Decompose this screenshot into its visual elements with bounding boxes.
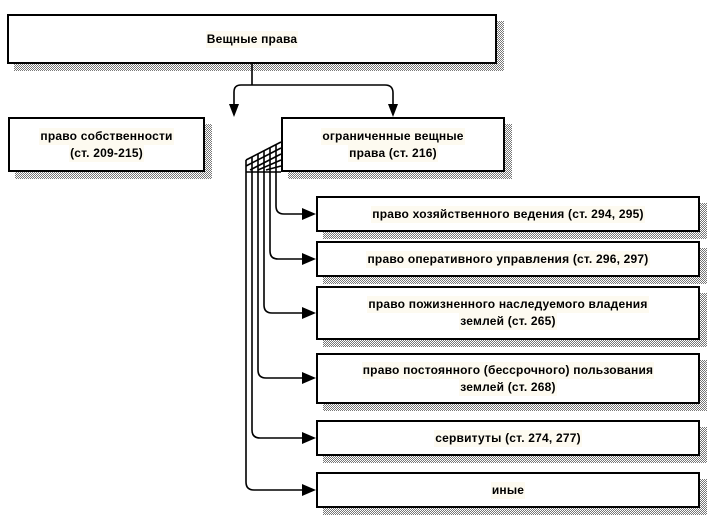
- fan-rung-a: [245, 141, 282, 161]
- node-pravo-sobstvennosti[interactable]: право собственности (ст. 209-215): [8, 117, 205, 172]
- node-pravo-postoyannogo-polzovaniya[interactable]: право постоянного (бессрочного) пользова…: [316, 353, 700, 404]
- node-pravo-operativnogo-upravleniya-label: право оперативного управления (ст. 296, …: [366, 250, 650, 268]
- connector-to-box-5: [251, 172, 303, 439]
- fan-rung-b: [245, 147, 282, 167]
- connector-to-box-6: [245, 172, 303, 491]
- node-servituty[interactable]: сервитуты (ст. 274, 277): [316, 420, 700, 456]
- node-pravo-hozyaystvennogo-vedeniya[interactable]: право хозяйственного ведения (ст. 294, 2…: [316, 196, 700, 232]
- connector-to-box-3: [263, 172, 303, 314]
- fan-rung-e: [265, 165, 282, 171]
- node-postoyannogo-line1: право постоянного (бессрочного) пользова…: [361, 361, 655, 379]
- connector-root-to-left: [233, 84, 252, 106]
- node-ogranichennye-veshnye-prava[interactable]: ограниченные вещные права (ст. 216): [281, 117, 505, 172]
- node-pravo-hozyaystvennogo-vedeniya-label: право хозяйственного ведения (ст. 294, 2…: [371, 205, 645, 223]
- connector-fan: [245, 141, 316, 496]
- node-root[interactable]: Вещные права: [7, 14, 497, 64]
- node-pozhiznennogo-line1: право пожизненного наследуемого владения: [367, 296, 649, 313]
- arrowhead-box-1: [302, 208, 316, 220]
- arrowhead-right-child: [388, 104, 398, 117]
- arrowhead-left-child: [229, 104, 239, 117]
- arrowhead-box-6: [302, 484, 316, 496]
- node-root-label: Вещные права: [205, 30, 299, 48]
- fan-rung-c: [249, 153, 282, 171]
- connector-to-box-4: [257, 172, 303, 379]
- connector-root-to-right: [252, 84, 394, 106]
- arrowhead-box-5: [302, 432, 316, 444]
- connector-to-box-1: [275, 172, 303, 215]
- node-pozhiznennogo-line2: землей (ст. 265): [459, 313, 557, 330]
- node-pravo-sobstvennosti-line2: (ст. 209-215): [69, 144, 144, 162]
- node-inye-label: иные: [490, 481, 526, 499]
- node-pravo-pozhiznennogo-nasleduemogo-vladeniya[interactable]: право пожизненного наследуемого владения…: [316, 286, 700, 340]
- node-servituty-label: сервитуты (ст. 274, 277): [434, 429, 582, 447]
- arrowhead-box-3: [302, 307, 316, 319]
- node-ogranichennye-line1: ограниченные вещные: [321, 127, 465, 145]
- node-pravo-operativnogo-upravleniya[interactable]: право оперативного управления (ст. 296, …: [316, 241, 700, 277]
- fan-rung-d: [257, 159, 282, 171]
- arrowhead-box-4: [302, 372, 316, 384]
- node-pravo-sobstvennosti-line1: право собственности: [39, 127, 174, 145]
- arrowhead-box-2: [302, 253, 316, 265]
- node-postoyannogo-line2: землей (ст. 268): [459, 378, 557, 396]
- node-inye[interactable]: иные: [316, 472, 700, 508]
- connector-to-box-2: [269, 172, 303, 260]
- node-ogranichennye-line2: права (ст. 216): [348, 144, 438, 162]
